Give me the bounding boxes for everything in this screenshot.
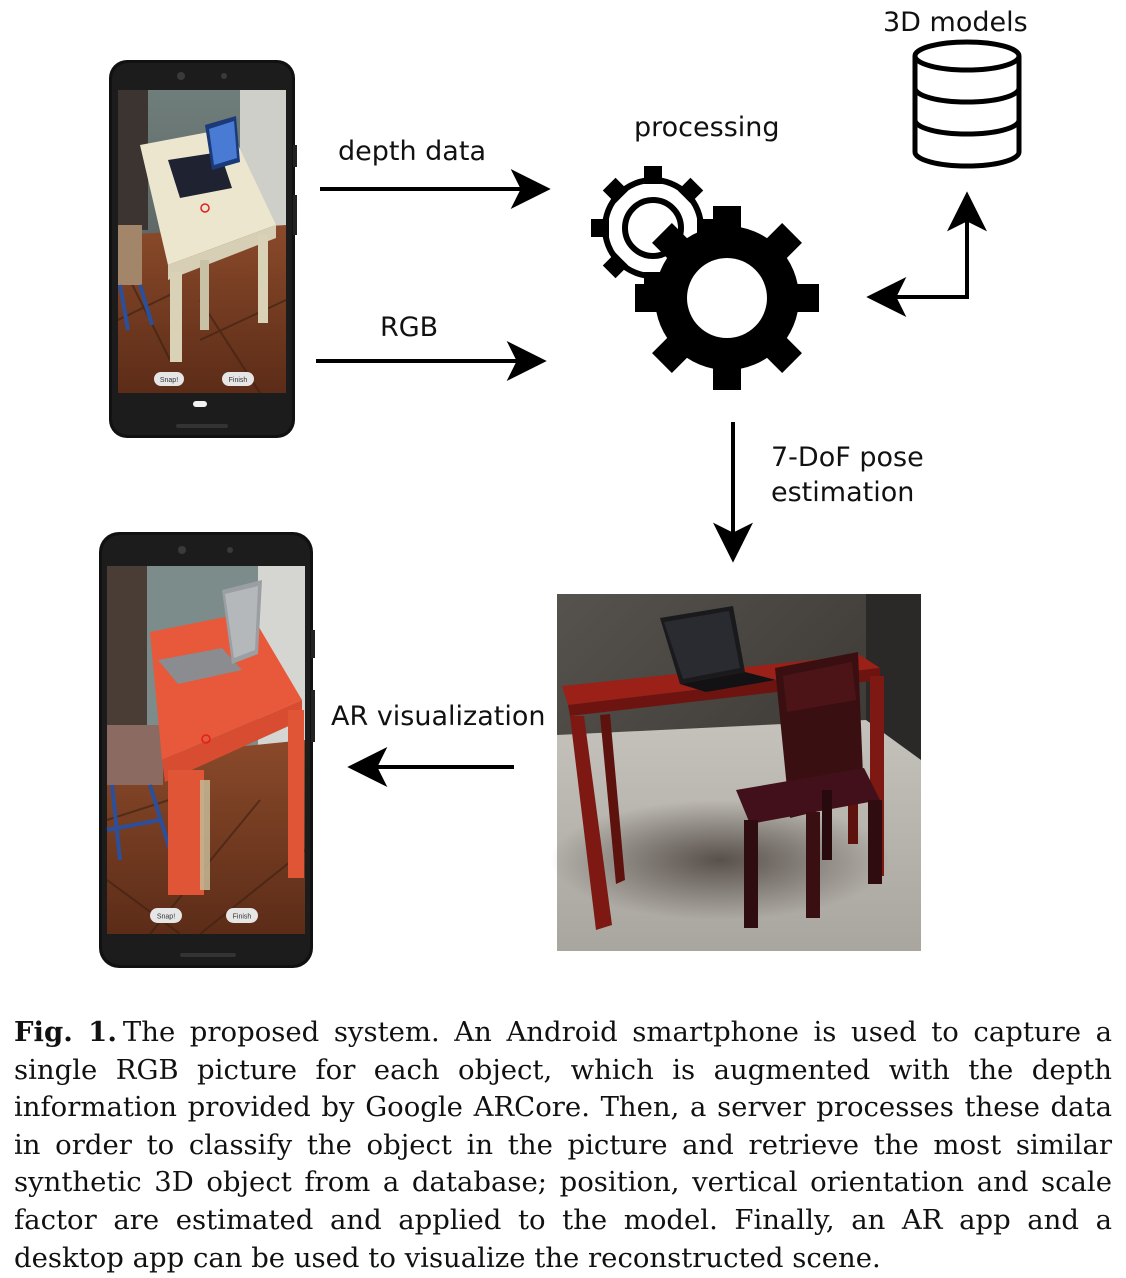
label-pose-line1: 7-DoF pose [771,442,924,473]
svg-text:Snap!: Snap! [160,377,178,384]
ar-phone: Snap! Finish [99,532,315,968]
svg-text:Finish: Finish [233,914,252,921]
snap-button[interactable]: Snap! [150,908,182,923]
snap-button[interactable]: Snap! [154,372,184,386]
label-depth-data: depth data [338,136,486,167]
finish-button[interactable]: Finish [226,908,258,923]
front-camera-icon [178,546,186,554]
caption-text: The proposed system. An Android smartpho… [14,1016,1112,1274]
processing-gears-icon [591,166,819,390]
ar-phone-screen: Snap! Finish [106,566,306,935]
svg-text:Finish: Finish [229,377,248,384]
label-pose-line2: estimation [771,477,915,508]
system-diagram: Snap! Finish [99,39,1022,968]
home-pill-icon[interactable] [193,401,207,407]
label-ar-visualization: AR visualization [331,701,546,732]
capture-phone-screen: Snap! Finish [117,90,287,394]
figure-number: Fig. 1. [14,1016,117,1048]
finish-button[interactable]: Finish [222,372,254,386]
figure-caption: Fig. 1.The proposed system. An Android s… [14,1014,1112,1277]
database-icon [912,39,1022,169]
label-3d-models: 3D models [883,7,1028,38]
label-processing: processing [634,112,780,143]
label-rgb: RGB [380,312,439,343]
svg-text:Snap!: Snap! [157,914,175,921]
rendered-scene [550,594,921,951]
capture-phone: Snap! Finish [109,60,297,438]
front-camera-icon [177,72,185,80]
